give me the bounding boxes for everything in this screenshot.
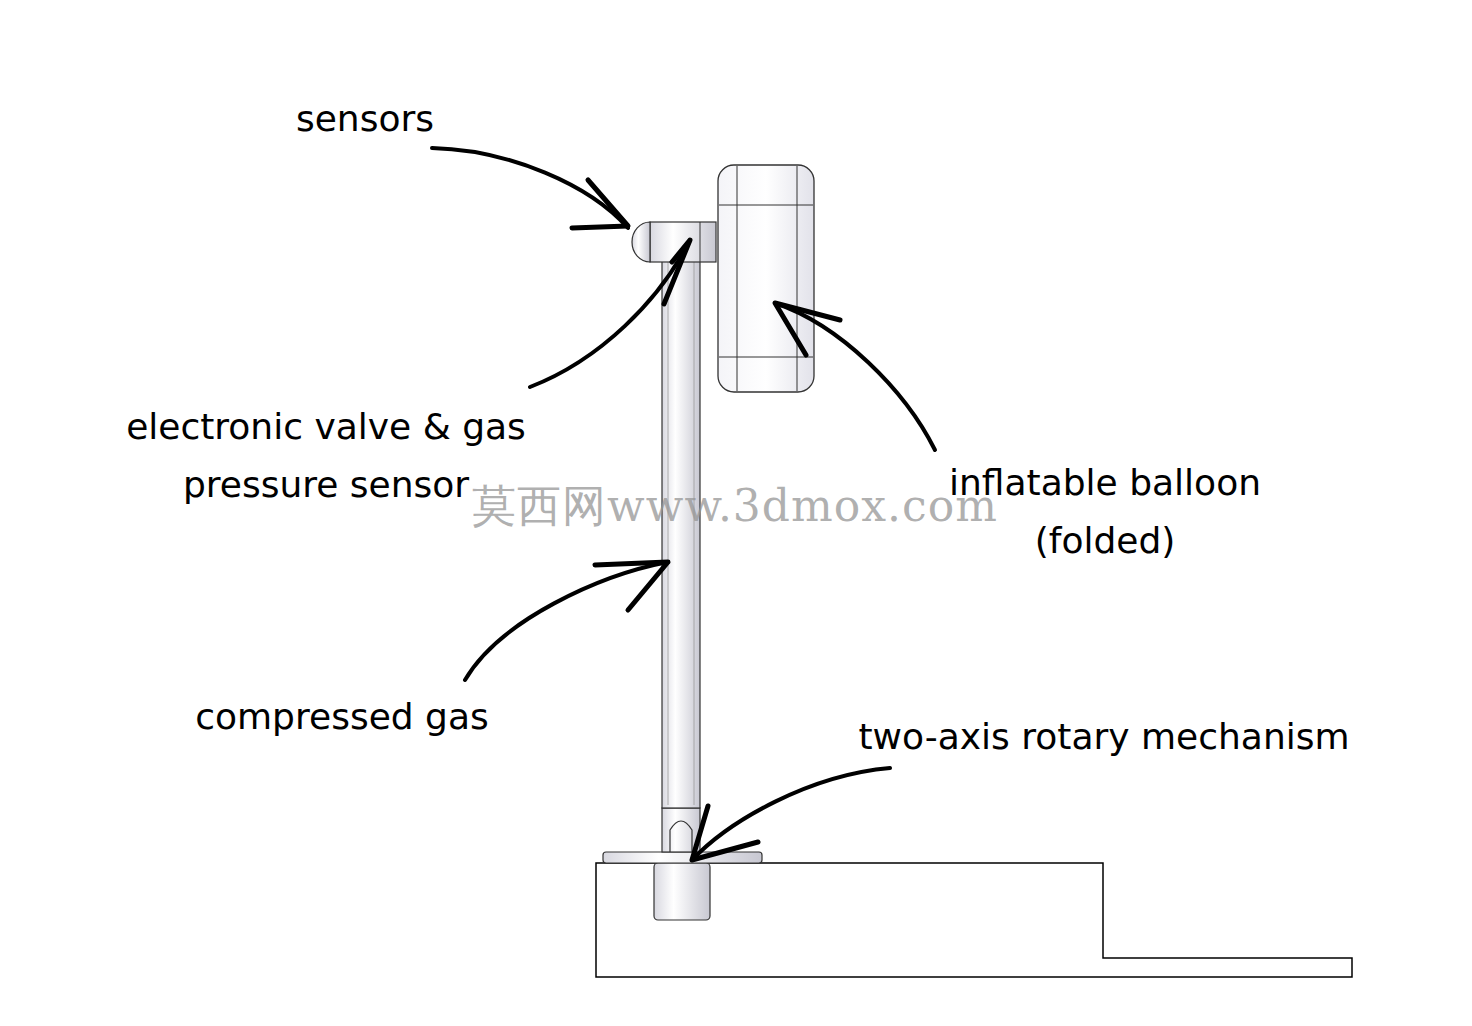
callout-label: compressed gas (195, 688, 489, 746)
rotary-shaft (654, 863, 710, 920)
callout-label: sensors (296, 90, 434, 148)
joint-fork (670, 821, 692, 852)
base-platform (596, 863, 1352, 977)
rotary-flange (603, 852, 762, 863)
balloon-pack (718, 165, 814, 392)
watermark: 莫西网www.3dmox.com (472, 480, 998, 533)
sensor-dome (632, 222, 650, 262)
callout-label: two-axis rotary mechanism (858, 708, 1349, 766)
